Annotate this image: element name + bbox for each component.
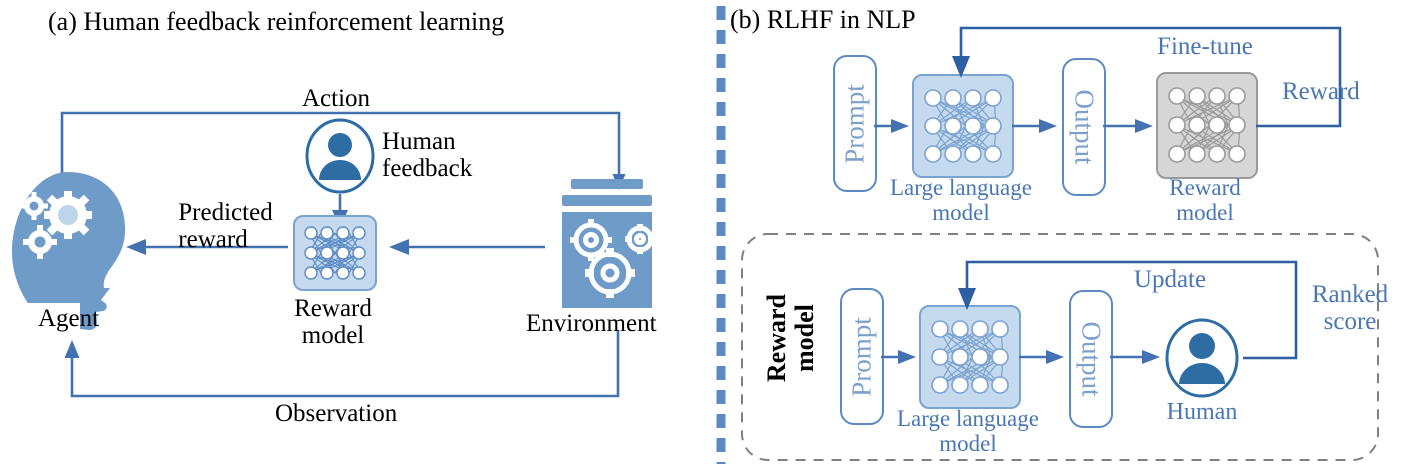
label-reward-model-a: Reward model [294,295,372,349]
panel-b-title: (b) RLHF in NLP [730,5,916,34]
label-human-feedback: Human feedback [382,128,473,182]
label-environment: Environment [526,310,657,337]
reward-model-box-a [293,215,377,291]
person-circle-icon-b [1165,318,1239,398]
brain-gears-icon [12,172,126,330]
label-llm-bottom: Large language model [897,406,1039,456]
output-box-top: Output [1062,58,1106,196]
label-update: Update [1133,266,1207,293]
reward-model-group-box [741,233,1379,461]
label-llm-top: Large language model [890,175,1032,225]
person-circle-icon-a [305,118,375,194]
label-action: Action [302,85,371,112]
output-label-top: Output [1069,89,1100,165]
gears-server-icon [562,179,655,308]
prompt-box-bottom: Prompt [840,288,884,425]
prompt-box-top: Prompt [833,55,877,192]
label-reward-model-group: Reward model [761,294,819,383]
llm-box-bottom [919,305,1021,409]
prompt-label-top: Prompt [839,83,870,164]
neural-network-icon-a [304,226,366,280]
label-human-bottom: Human [1166,399,1238,425]
prompt-label-bottom: Prompt [846,316,877,397]
reward-model-box-top [1156,72,1258,179]
panel-a-title: (a) Human feedback reinforcement learnin… [48,7,505,36]
label-predicted-reward: Predicted reward [148,172,278,280]
vertical-dashed-divider [716,6,726,464]
label-reward-return: Reward [1282,78,1360,105]
neural-network-icon-rm-top [1168,87,1246,163]
neural-network-icon-llm-top [924,89,1002,163]
predicted-reward-line1: Predicted reward [178,199,273,253]
output-label-bottom: Output [1076,321,1107,397]
label-ranked-score: Ranked score [1311,281,1389,335]
label-agent: Agent [38,305,100,332]
label-reward-model-top: Reward model [1169,175,1241,225]
llm-box-top [912,74,1014,178]
output-box-bottom: Output [1069,290,1113,428]
neural-network-icon-llm-bottom [931,320,1009,394]
label-fine-tune: Fine-tune [1157,33,1253,60]
label-observation: Observation [275,400,398,427]
